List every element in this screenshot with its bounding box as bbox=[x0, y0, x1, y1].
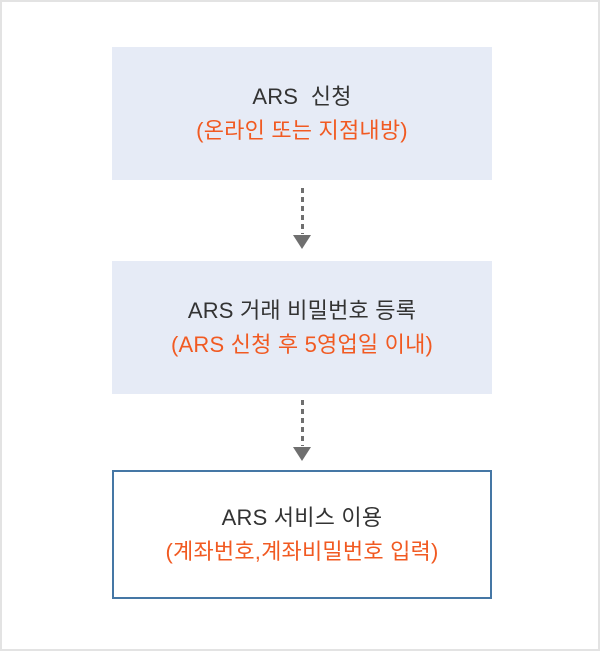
flow-arrow bbox=[112, 400, 492, 461]
step-box-ars-application: ARS 신청 (온라인 또는 지점내방) bbox=[112, 47, 492, 180]
step-subtitle: (계좌번호,계좌비밀번호 입력) bbox=[165, 538, 439, 564]
dashed-down-arrow-icon bbox=[300, 188, 304, 234]
dashed-down-arrow-icon bbox=[300, 400, 304, 446]
step-subtitle: (ARS 신청 후 5영업일 이내) bbox=[170, 331, 434, 357]
step-title: ARS 신청 bbox=[252, 83, 352, 109]
step-title: ARS 거래 비밀번호 등록 bbox=[187, 297, 417, 323]
arrow-head-icon bbox=[293, 447, 311, 461]
step-box-service-use: ARS 서비스 이용 (계좌번호,계좌비밀번호 입력) bbox=[112, 470, 492, 599]
arrow-head-icon bbox=[293, 235, 311, 249]
flow-arrow bbox=[112, 188, 492, 249]
step-title: ARS 서비스 이용 bbox=[221, 504, 383, 530]
step-subtitle: (온라인 또는 지점내방) bbox=[196, 117, 408, 143]
step-box-password-registration: ARS 거래 비밀번호 등록 (ARS 신청 후 5영업일 이내) bbox=[112, 261, 492, 394]
